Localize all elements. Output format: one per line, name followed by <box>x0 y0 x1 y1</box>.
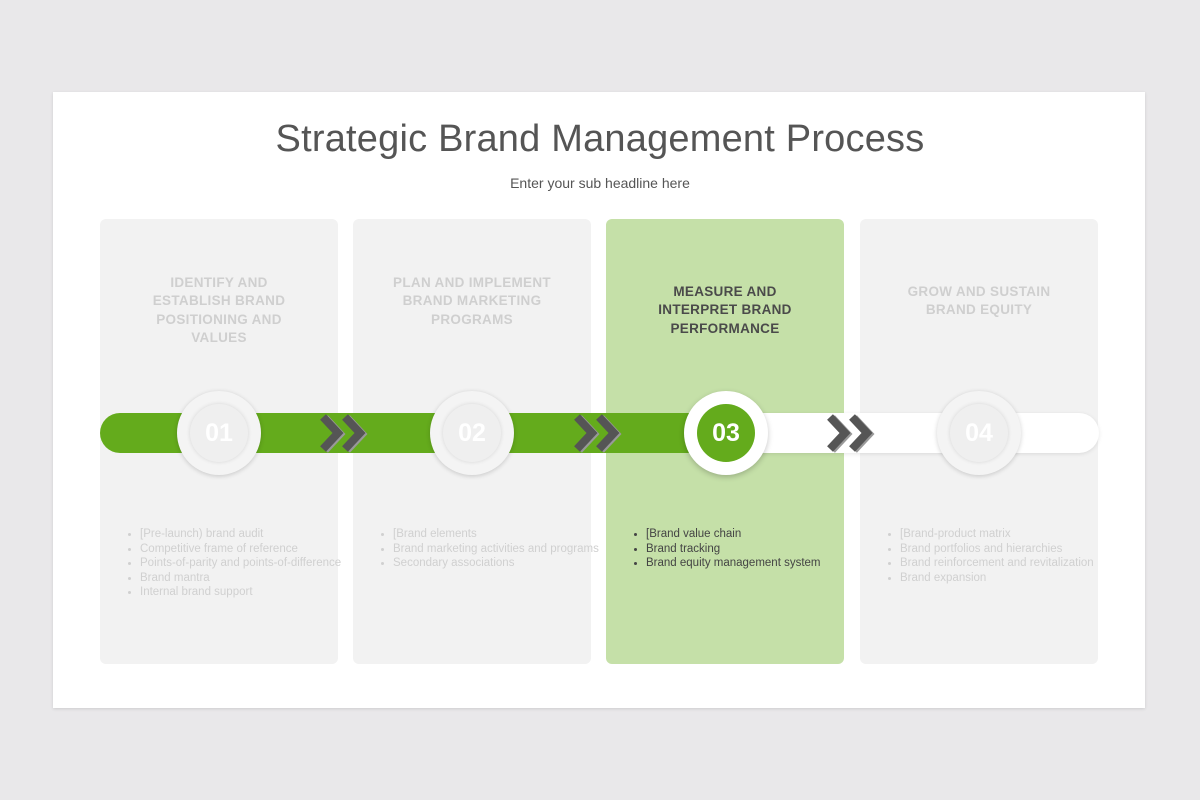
list-item: Brand marketing activities and programs <box>393 542 603 557</box>
step-bullet-list: [Brand-product matrix Brand portfolios a… <box>880 527 1110 585</box>
step-bullet-list: [Brand elements Brand marketing activiti… <box>373 527 603 571</box>
page-subtitle: Enter your sub headline here <box>510 175 690 191</box>
step-bullet-list: [Brand value chain Brand tracking Brand … <box>626 527 856 571</box>
list-item: [Brand elements <box>393 527 603 542</box>
list-item: [Brand-product matrix <box>900 527 1110 542</box>
list-item: [Pre-launch) brand audit <box>140 527 350 542</box>
list-item: Brand expansion <box>900 571 1110 586</box>
step-bullet-list: [Pre-launch) brand audit Competitive fra… <box>120 527 350 600</box>
list-item: Brand reinforcement and revitalization <box>900 556 1110 571</box>
progress-track-remaining <box>735 413 1099 453</box>
double-chevron-icon <box>574 414 622 453</box>
double-chevron-icon <box>827 414 875 453</box>
list-item: [Brand value chain <box>646 527 856 542</box>
list-item: Brand portfolios and hierarchies <box>900 542 1110 557</box>
list-item: Secondary associations <box>393 556 603 571</box>
list-item: Brand tracking <box>646 542 856 557</box>
step-number: 03 <box>697 404 755 462</box>
list-item: Brand mantra <box>140 571 350 586</box>
step-title: MEASURE AND INTERPRET BRAND PERFORMANCE <box>658 284 792 336</box>
step-number: 04 <box>950 404 1008 462</box>
step-title: IDENTIFY AND ESTABLISH BRAND POSITIONING… <box>152 275 286 345</box>
step-number: 01 <box>190 404 248 462</box>
list-item: Points-of-parity and points-of-differenc… <box>140 556 350 571</box>
step-node-2: 02 <box>430 391 514 475</box>
step-number: 02 <box>443 404 501 462</box>
page-title: Strategic Brand Management Process <box>275 118 925 160</box>
step-node-4: 04 <box>937 391 1021 475</box>
double-chevron-icon <box>320 414 368 453</box>
list-item: Internal brand support <box>140 585 350 600</box>
step-node-1: 01 <box>177 391 261 475</box>
list-item: Brand equity management system <box>646 556 856 571</box>
step-node-3: 03 <box>684 391 768 475</box>
step-title: PLAN AND IMPLEMENT BRAND MARKETING PROGR… <box>393 275 551 327</box>
list-item: Competitive frame of reference <box>140 542 350 557</box>
step-title: GROW AND SUSTAIN BRAND EQUITY <box>907 284 1051 318</box>
